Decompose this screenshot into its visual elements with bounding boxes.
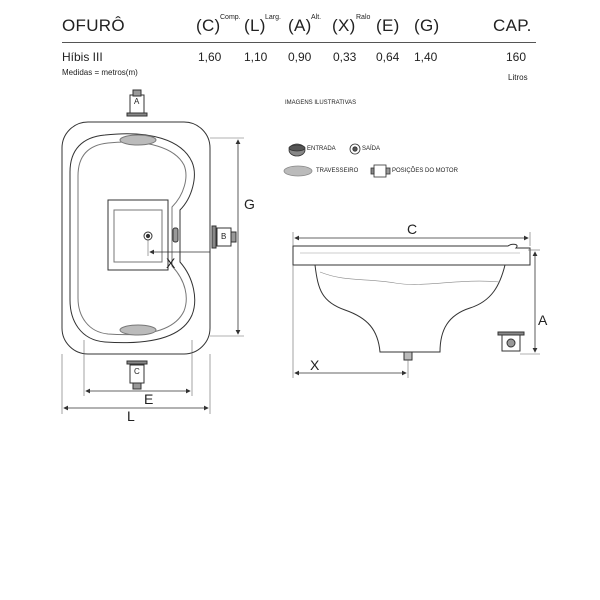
motor-a-label: A (134, 97, 140, 106)
side-dim-c-label: C (407, 221, 418, 237)
value-a: 0,90 (288, 50, 312, 64)
tub-outer-rim (61, 121, 211, 355)
side-dim-a-label: A (538, 312, 548, 328)
seat-inner (113, 209, 163, 263)
side-dim-x-label: X (310, 357, 320, 373)
motor-c (126, 360, 148, 390)
legend-outlet-label: SAÍDA (362, 146, 381, 152)
top-dim-l-label: L (127, 408, 135, 424)
seat-outer (107, 199, 169, 271)
value-c: 1,60 (198, 50, 222, 64)
model-name: Híbis III (62, 50, 103, 64)
capacity-header: CAP. (493, 16, 532, 35)
col-x-sup: Ralo (356, 14, 371, 21)
col-x-symbol: (X) (332, 16, 356, 35)
top-dim-e-label: E (144, 391, 154, 407)
pillow-top (119, 134, 157, 146)
col-e-symbol: (E) (376, 16, 400, 35)
col-a-sup: Alt. (311, 14, 322, 21)
units-note: Medidas = metros(m) (62, 68, 138, 77)
drain-center (145, 233, 151, 239)
legend-pillow-icon (283, 165, 313, 177)
side-motor (497, 331, 525, 352)
side-inner-line (319, 271, 501, 285)
top-dim-g-label: G (244, 196, 255, 212)
tub-inner-line (77, 141, 187, 336)
legend (283, 143, 391, 178)
top-view (61, 89, 244, 414)
col-l-sup: Larg. (265, 14, 281, 21)
header-divider (62, 42, 536, 43)
legend-motor-icon (370, 164, 391, 178)
value-l: 1,10 (244, 50, 268, 64)
legend-pillow-label: TRAVESSEIRO (316, 168, 359, 174)
value-e: 0,64 (376, 50, 400, 64)
motor-a (126, 89, 148, 117)
side-rim (292, 243, 531, 266)
water-inlet (172, 227, 179, 243)
top-dim-x-label: X (166, 255, 176, 271)
col-a-symbol: (A) (288, 16, 312, 35)
side-drain-pipe (403, 351, 413, 361)
legend-motor-label: POSIÇÕES DO MOTOR (392, 168, 458, 174)
legend-inlet-label: ENTRADA (307, 146, 336, 152)
motor-c-label: C (134, 367, 140, 376)
col-c-symbol: (C) (196, 16, 221, 35)
col-l-symbol: (L) (244, 16, 266, 35)
side-view (292, 232, 540, 378)
capacity-value: 160 (506, 50, 527, 64)
capacity-unit: Litros (508, 73, 528, 82)
illustrative-note: IMAGENS ILUSTRATIVAS (285, 100, 357, 106)
col-g-symbol: (G) (414, 16, 440, 35)
value-g: 1,40 (414, 50, 438, 64)
value-x: 0,33 (333, 50, 357, 64)
col-c-sup: Comp. (220, 14, 241, 21)
motor-b-label: B (221, 232, 227, 241)
pillow-bottom (119, 324, 157, 336)
product-type: OFURÔ (62, 16, 125, 35)
tub-inner-basin (69, 133, 196, 344)
